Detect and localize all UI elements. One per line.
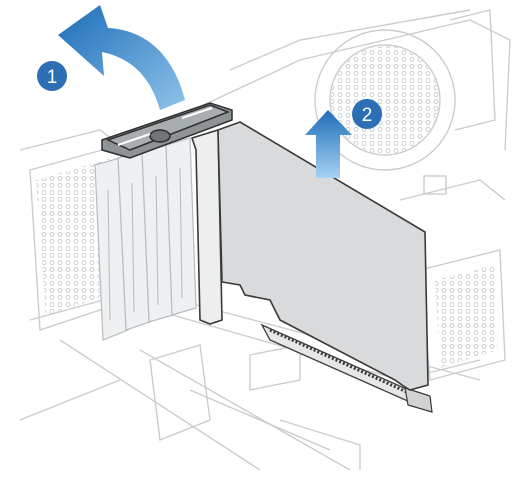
slot-covers bbox=[94, 137, 197, 341]
top-fan-grille bbox=[331, 46, 439, 154]
heatsink-fins bbox=[435, 265, 498, 368]
step-number-1: 1 bbox=[47, 67, 58, 88]
step-number-2: 2 bbox=[362, 105, 373, 126]
retention-latch bbox=[101, 102, 233, 159]
up-arrow-icon bbox=[305, 110, 352, 178]
step-badge-1: 1 bbox=[37, 61, 67, 91]
slot-cover-vents bbox=[107, 167, 183, 321]
curved-arrow-icon bbox=[58, 5, 185, 110]
pcie-slot bbox=[260, 323, 433, 413]
step-badge-2: 2 bbox=[352, 99, 382, 129]
expansion-card bbox=[190, 121, 429, 391]
